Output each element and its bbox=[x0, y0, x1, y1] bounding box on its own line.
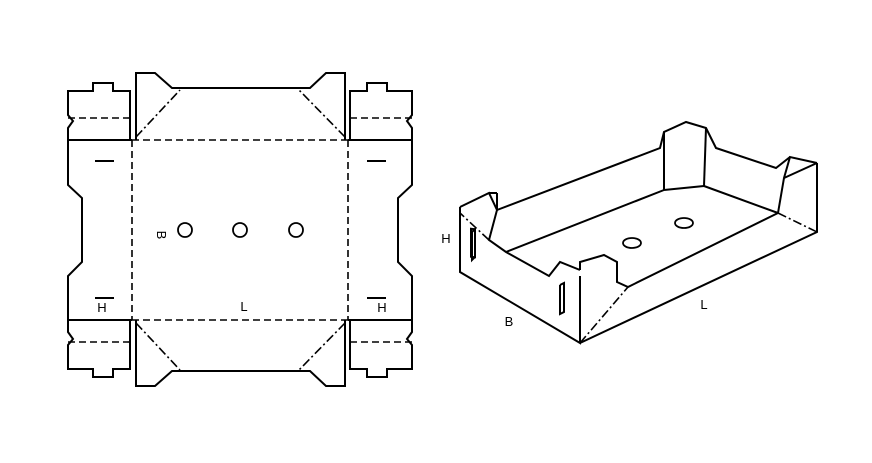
blank-height-label-left: H bbox=[97, 300, 106, 315]
blank-breadth-label: B bbox=[154, 231, 169, 240]
tray-length-label: L bbox=[700, 297, 707, 312]
left-bottom-lock-tab bbox=[67, 320, 131, 378]
tray-vent-holes bbox=[622, 217, 694, 249]
tray-height-label: H bbox=[441, 231, 450, 246]
base-vent-holes bbox=[177, 222, 304, 238]
vent-hole bbox=[232, 222, 248, 238]
vent-hole bbox=[674, 217, 694, 229]
vent-hole bbox=[288, 222, 304, 238]
tray-breadth-label: B bbox=[505, 314, 514, 329]
left-top-lock-tab bbox=[67, 82, 131, 140]
tray-back-walls bbox=[496, 120, 791, 253]
vent-hole bbox=[622, 237, 642, 249]
top-end-flap bbox=[135, 72, 346, 140]
flat-blank: B L H H bbox=[67, 72, 413, 387]
vent-hole bbox=[177, 222, 193, 238]
tray-corner-folds bbox=[459, 212, 490, 241]
tray-front-long-wall bbox=[559, 155, 818, 344]
blank-length-label: L bbox=[240, 299, 247, 314]
blank-height-label-right: H bbox=[377, 300, 386, 315]
base-panel bbox=[131, 139, 349, 321]
left-side-panel bbox=[67, 139, 132, 321]
assembled-tray: H B L bbox=[441, 120, 818, 345]
right-side-panel bbox=[348, 139, 413, 321]
right-top-lock-tab bbox=[349, 82, 413, 140]
right-bottom-lock-tab bbox=[349, 320, 413, 378]
side-slot-marks bbox=[95, 160, 386, 299]
tray-front-end-wall bbox=[459, 191, 581, 345]
bottom-end-flap bbox=[135, 320, 346, 387]
